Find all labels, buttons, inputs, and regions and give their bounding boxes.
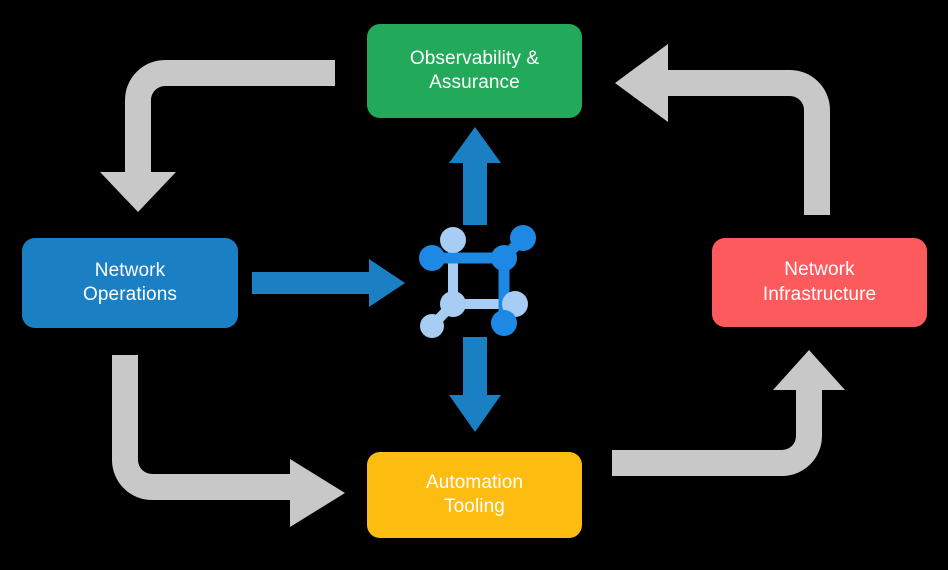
arrow-center-to-automation: [449, 337, 501, 432]
node-automation-tooling[interactable]: Automation Tooling: [367, 452, 582, 538]
topology-nodes-primary: [419, 225, 536, 336]
arrow-operations-to-automation: [112, 355, 345, 527]
arrow-automation-to-infrastructure: [612, 350, 845, 476]
node-label-automation-tooling: Automation Tooling: [425, 471, 524, 517]
arrow-center-to-observability: [449, 127, 501, 225]
node-network-infrastructure[interactable]: Network Infrastructure: [712, 238, 927, 327]
arrow-observability-to-operations: [100, 60, 335, 212]
network-topology-icon: [419, 225, 536, 338]
node-observability-assurance[interactable]: Observability & Assurance: [367, 24, 582, 118]
topology-nodes-secondary: [420, 227, 528, 338]
node-label-network-operations: Network Operations: [83, 259, 177, 305]
arrow-operations-to-center: [252, 259, 405, 307]
node-label-observability-assurance: Observability & Assurance: [409, 47, 540, 93]
node-label-network-infrastructure: Network Infrastructure: [762, 259, 877, 305]
node-network-operations[interactable]: Network Operations: [22, 238, 238, 328]
arrow-infrastructure-to-observability: [615, 44, 830, 215]
